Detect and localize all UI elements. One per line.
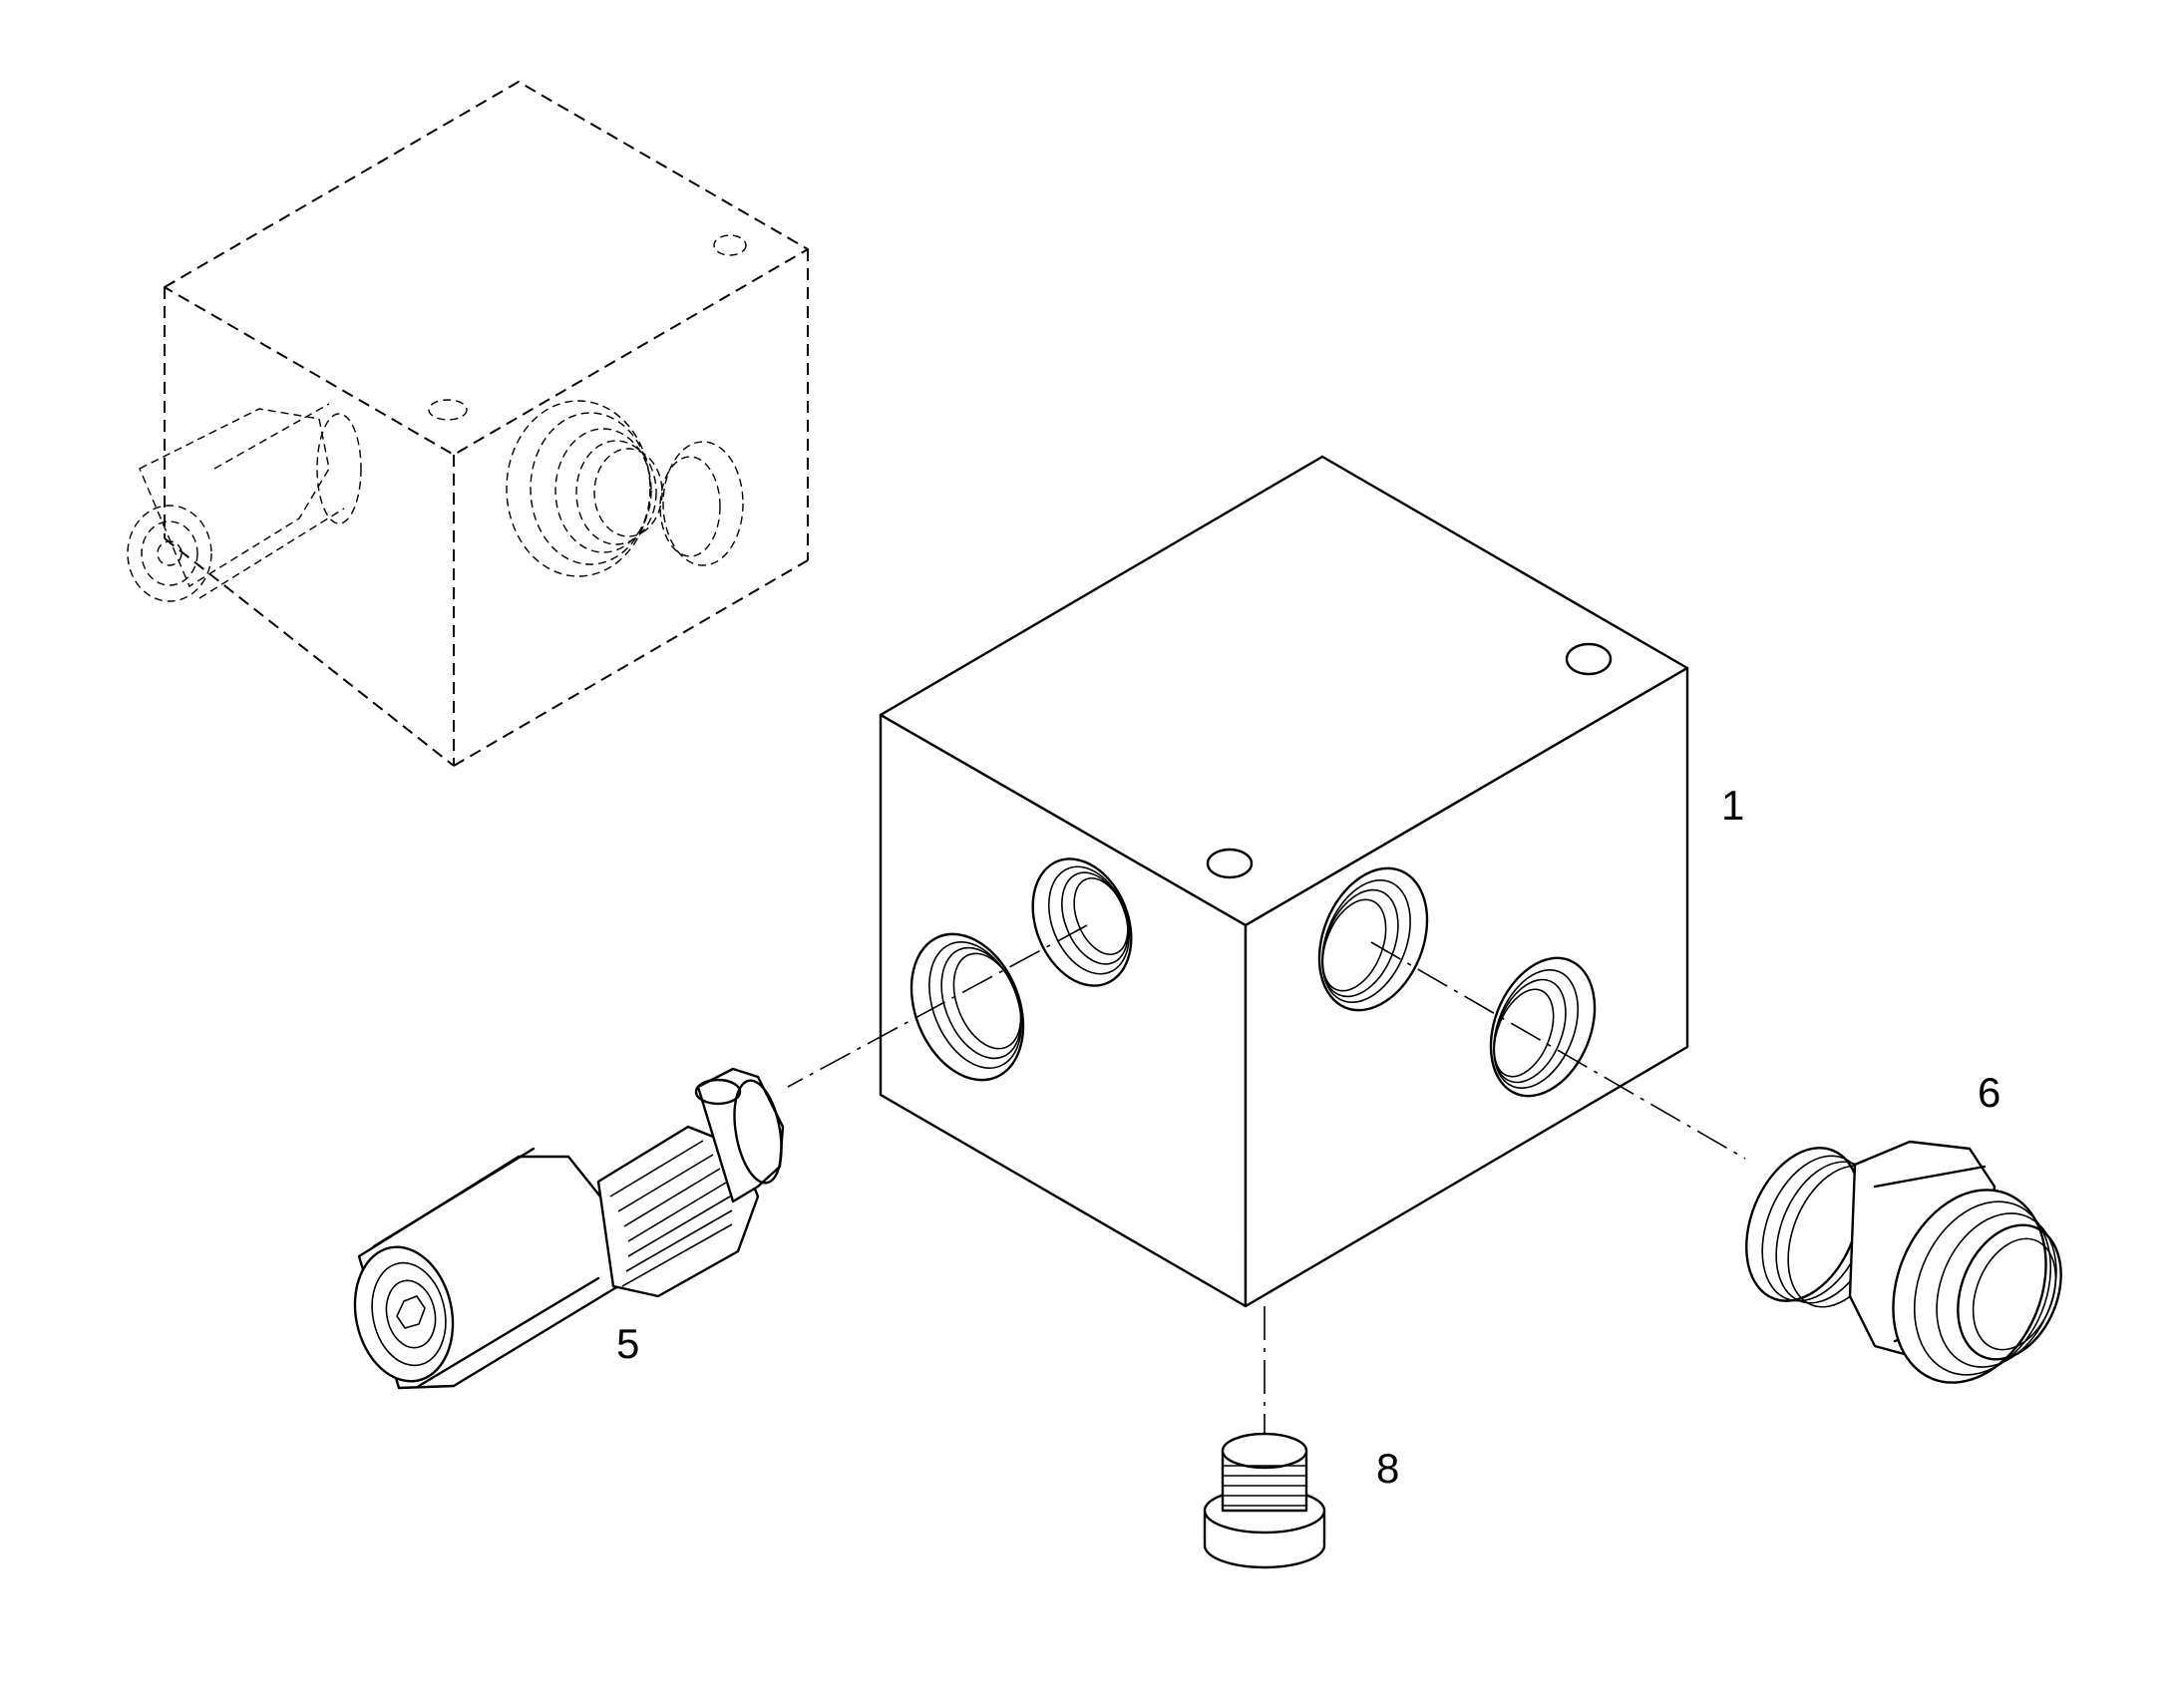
right-port-lower	[1489, 956, 1597, 1098]
top-hole-back	[1565, 642, 1613, 676]
leader-part-6	[1370, 941, 1746, 1160]
right-port-upper	[1317, 866, 1429, 1012]
callout-part-5: 5	[616, 1320, 639, 1367]
valve-block-part-1	[879, 455, 1689, 1308]
callout-part-1: 1	[1721, 782, 1744, 829]
left-port-upper	[1031, 857, 1133, 987]
assembled-view-inset	[127, 81, 809, 767]
callout-part-6: 6	[1978, 1069, 2000, 1116]
plug-part-8	[1203, 1432, 1326, 1569]
leader-part-5	[787, 924, 1088, 1088]
hex-socket-icon	[396, 1295, 426, 1329]
left-port-lower	[909, 932, 1025, 1082]
callout-part-8: 8	[1376, 1445, 1399, 1492]
inset-relief-valve	[127, 403, 362, 602]
relief-valve-part-5	[353, 1067, 785, 1390]
inset-fitting	[506, 400, 744, 577]
fitting-part-6	[1745, 1140, 2062, 1384]
top-hole-front	[1206, 848, 1254, 879]
